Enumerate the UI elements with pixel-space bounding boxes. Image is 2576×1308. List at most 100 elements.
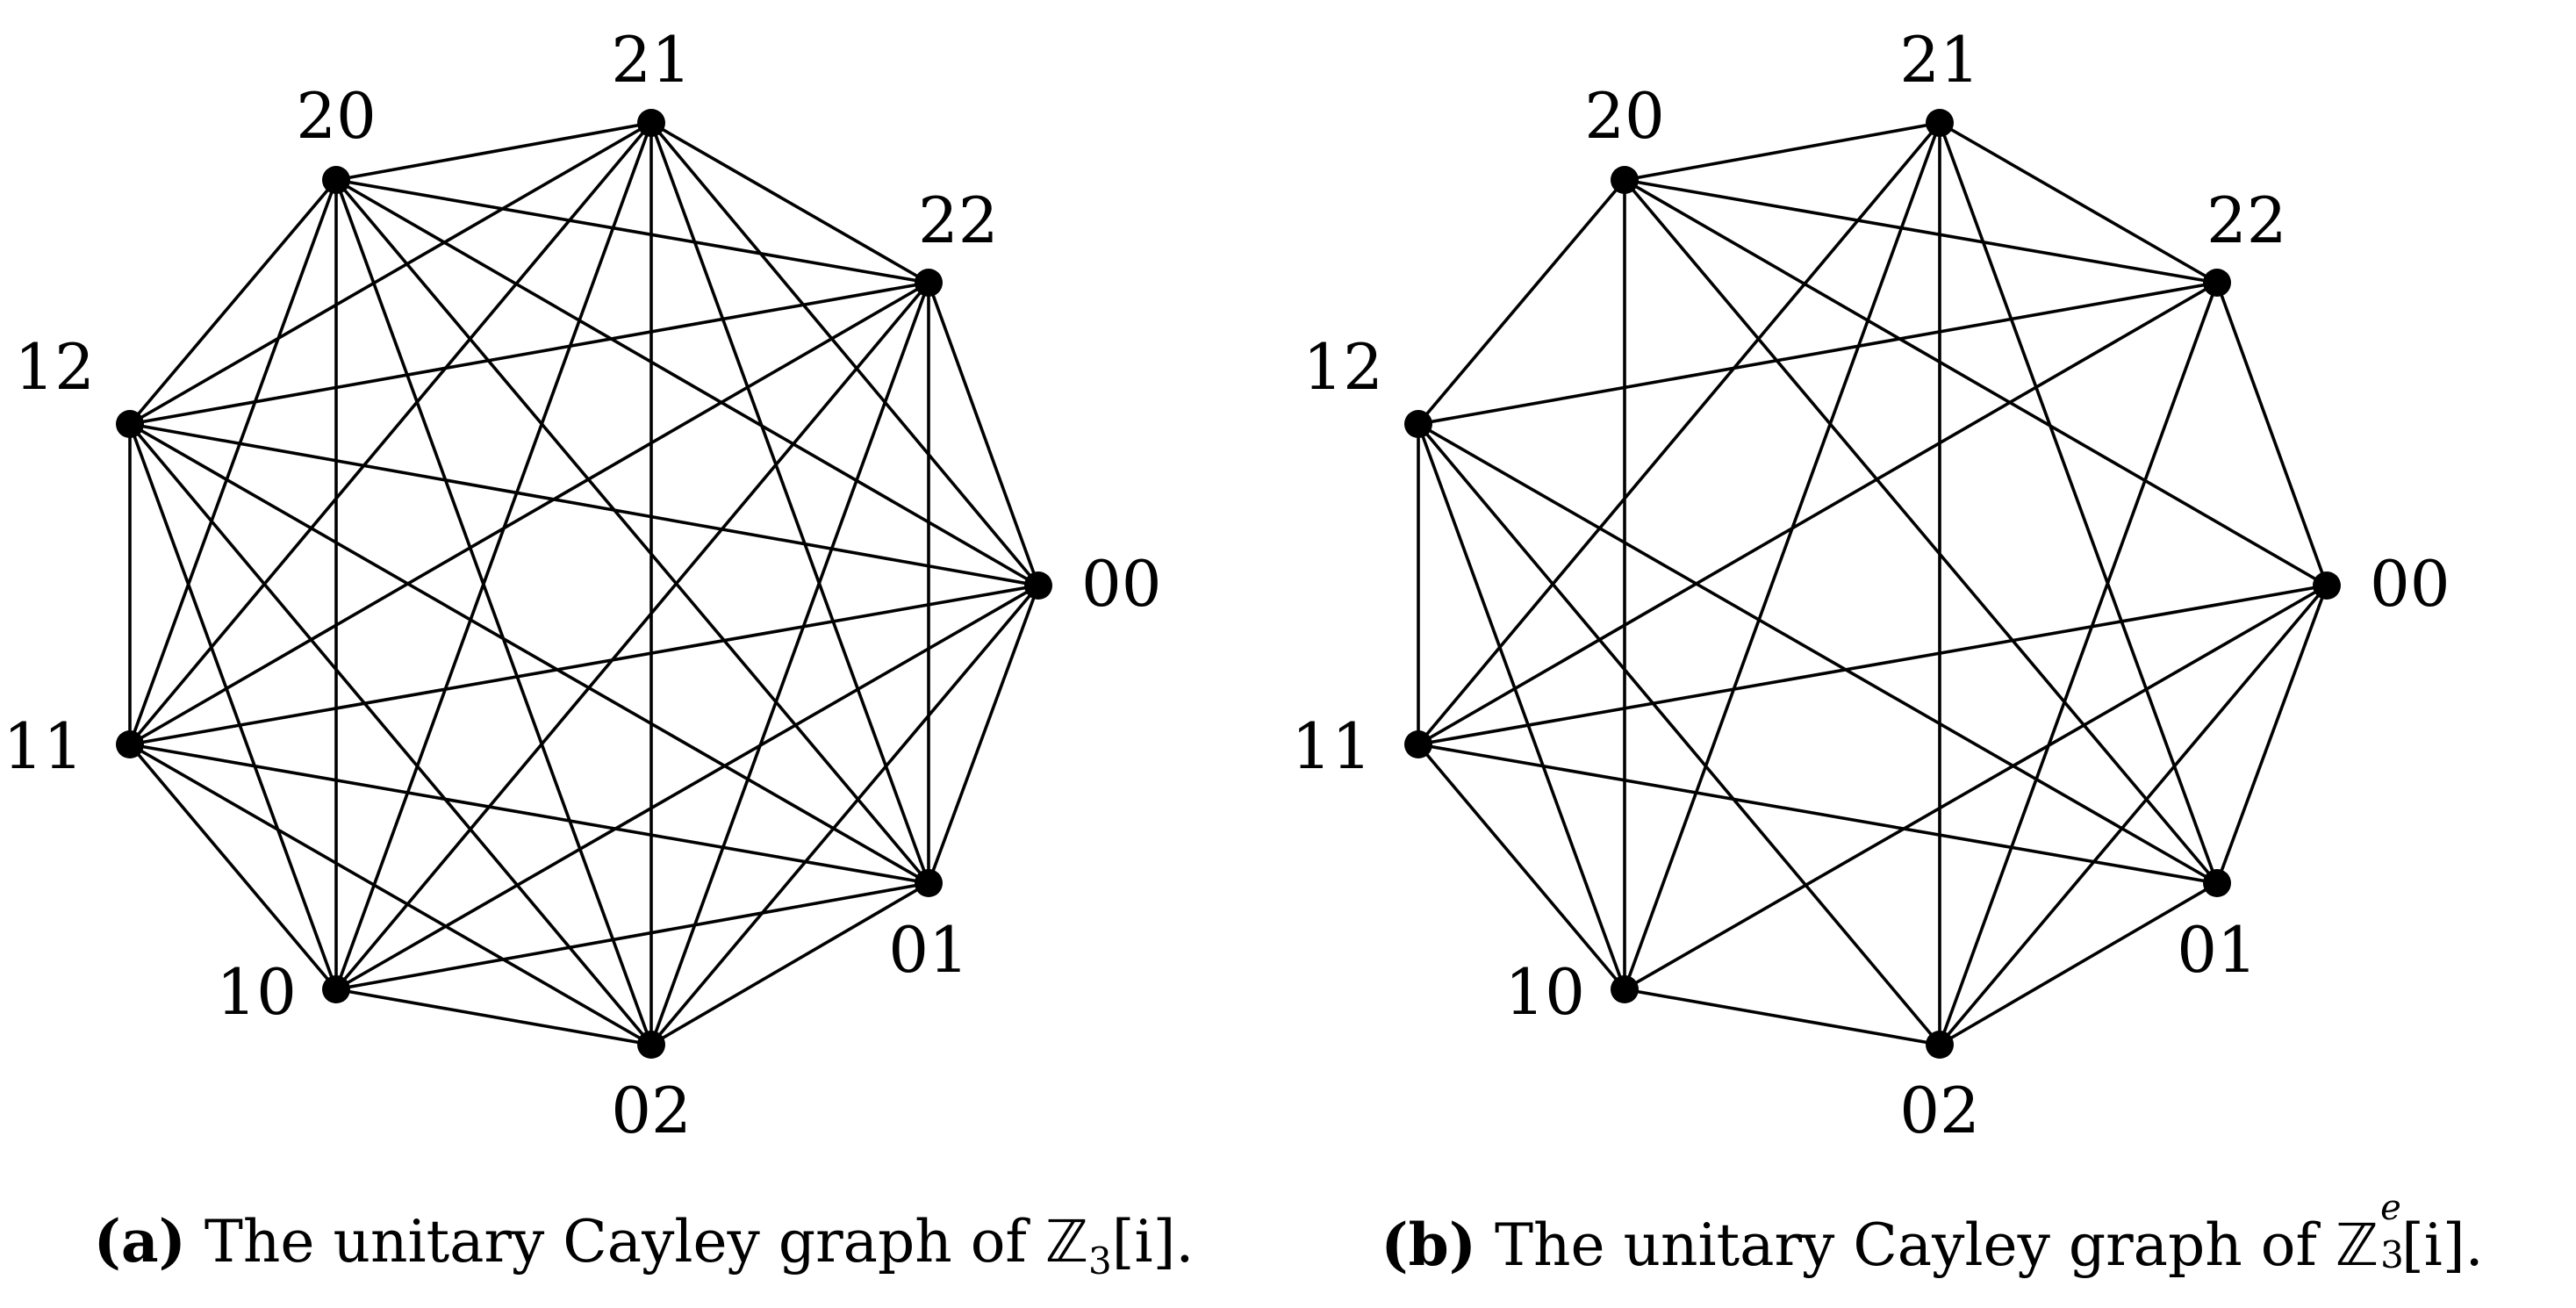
edge-20-12 (1417, 178, 1626, 426)
edge-01-21 (649, 122, 930, 884)
edge-01-20 (334, 178, 930, 885)
edge-22-20 (1624, 178, 2218, 284)
vertex-12 (1404, 410, 1432, 438)
cayley-graph-b: 00 01 02 10 11 12 20 21 22 (1291, 23, 2450, 1147)
vertex-02 (1926, 1031, 1954, 1059)
vertex-label-21: 21 (1899, 23, 1980, 97)
edge-11-20 (128, 179, 338, 745)
edge-22-21 (1939, 121, 2218, 284)
vertex-22 (2203, 269, 2231, 297)
vertex-label-12: 12 (14, 330, 95, 404)
edge-00-02 (1938, 584, 2328, 1046)
edge-00-01 (2215, 585, 2328, 884)
edge-02-11 (129, 743, 652, 1046)
vertex-21 (637, 109, 665, 137)
graph-panel-b: 00 01 02 10 11 12 20 21 22 (b) The unitary Cayle… (1288, 0, 2576, 1308)
vertex-label-10: 10 (1504, 955, 1585, 1029)
vertex-label-01: 01 (888, 913, 969, 987)
edge-20-01 (1623, 178, 2219, 885)
vertex-20 (1611, 166, 1639, 194)
edge-00-02 (649, 584, 1040, 1046)
edge-22-12 (1417, 281, 2218, 426)
caption-b-tag: (b) (1381, 1211, 1476, 1279)
caption-b-ring-superscript: e (2380, 1188, 2401, 1228)
edge-21-10 (1623, 122, 1941, 990)
caption-a-text: The unitary Cayley graph of (204, 1208, 1045, 1276)
edge-01-11 (129, 743, 929, 885)
vertex-label-11: 11 (3, 709, 83, 783)
edge-20-21 (335, 121, 652, 182)
vertex-label-02: 02 (611, 1074, 692, 1147)
edge-00-12 (129, 422, 1039, 587)
vertex-12 (116, 410, 144, 438)
edge-00-22 (2215, 282, 2328, 586)
edge-02-10 (335, 988, 652, 1046)
edge-21-01 (1938, 122, 2219, 884)
edge-10-21 (334, 122, 653, 990)
vertex-label-02: 02 (1899, 1074, 1980, 1147)
edge-22-02 (1938, 282, 2219, 1046)
edge-12-10 (1417, 423, 1626, 990)
vertex-22 (915, 269, 943, 297)
vertex-10 (322, 975, 350, 1003)
vertex-label-00: 00 (1081, 547, 1162, 621)
vertex-label-12: 12 (1302, 330, 1383, 404)
edge-00-20 (1624, 178, 2328, 587)
vertex-20 (322, 166, 350, 194)
vertex-label-20: 20 (296, 79, 377, 153)
edge-00-22 (927, 282, 1040, 586)
edge-02-22 (649, 282, 930, 1046)
edge-00-01 (927, 585, 1040, 884)
edge-12-22 (129, 281, 929, 426)
edge-10-02 (1624, 988, 1941, 1046)
edge-00-10 (335, 584, 1039, 991)
vertex-label-11: 11 (1291, 709, 1372, 783)
caption-a: (a) The unitary Cayley graph of ℤ3[i]. (0, 1207, 1288, 1283)
edge-10-22 (334, 281, 930, 991)
vertex-label-00: 00 (2370, 547, 2450, 621)
edge-12-02 (1417, 422, 1941, 1046)
edge-12-21 (129, 121, 652, 426)
vertex-label-20: 20 (1584, 79, 1665, 153)
vertex-label-22: 22 (918, 183, 999, 257)
caption-a-ring-subscript: 3 (1088, 1240, 1112, 1283)
vertex-00 (1024, 571, 1052, 600)
vertex-21 (1926, 109, 1954, 137)
caption-b-ring-symbol: ℤ (2335, 1211, 2379, 1279)
edge-11-10 (1417, 743, 1626, 991)
caption-b-ring-tail: [i]. (2401, 1211, 2484, 1279)
edge-20-22 (335, 178, 929, 284)
edge-02-01 (1939, 881, 2218, 1046)
edge-12-20 (128, 178, 338, 426)
vertex-00 (2313, 571, 2341, 600)
edge-00-21 (649, 121, 1040, 587)
edge-00-11 (1417, 584, 2328, 746)
vertex-01 (2203, 869, 2231, 897)
edge-00-10 (1624, 584, 2328, 991)
caption-a-ring-symbol: ℤ (1044, 1208, 1088, 1276)
edge-11-01 (1417, 743, 2218, 885)
edge-21-20 (1624, 121, 1941, 182)
caption-b-ring-subscript: 3 (2380, 1233, 2404, 1276)
edge-21-22 (650, 121, 929, 284)
edge-21-11 (1417, 121, 1941, 746)
vertex-11 (116, 730, 144, 758)
vertex-label-22: 22 (2206, 183, 2287, 257)
edge-02-12 (128, 422, 653, 1046)
edge-00-20 (335, 178, 1039, 587)
caption-a-tag: (a) (93, 1207, 186, 1276)
edge-10-12 (128, 423, 338, 990)
vertex-label-01: 01 (2177, 913, 2257, 987)
vertex-11 (1404, 730, 1432, 758)
vertex-label-10: 10 (216, 955, 297, 1029)
vertex-10 (1611, 975, 1639, 1003)
edge-11-21 (128, 121, 653, 746)
edge-00-11 (129, 584, 1039, 746)
edge-01-02 (650, 881, 929, 1046)
caption-b-text: The unitary Cayley graph of (1494, 1211, 2336, 1279)
caption-a-ring-tail: [i]. (1111, 1208, 1195, 1276)
